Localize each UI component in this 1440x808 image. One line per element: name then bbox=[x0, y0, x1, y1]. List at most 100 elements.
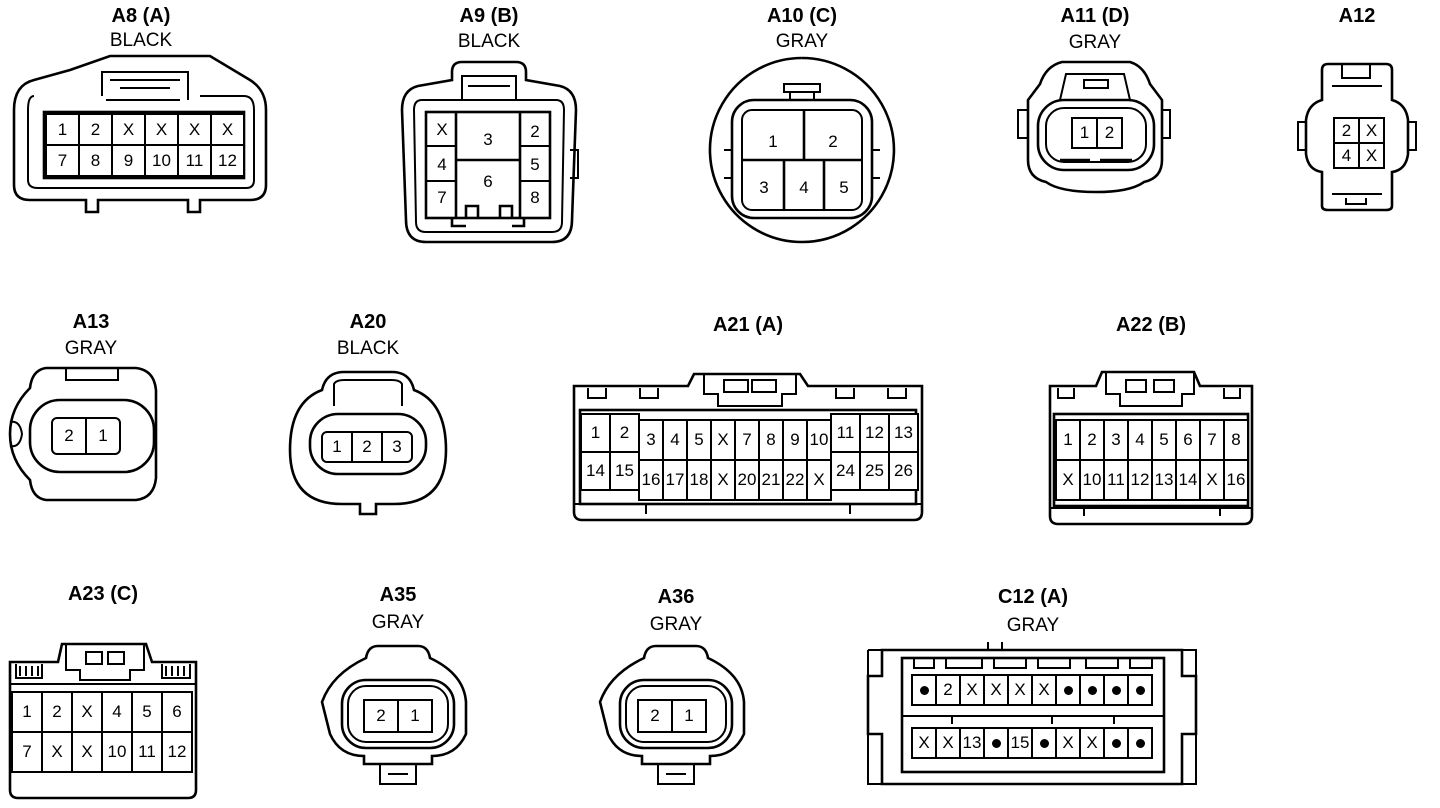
pin-p5: 5 bbox=[839, 178, 849, 197]
connector-a21: A21 (A) 1 2 14 15 3 4 5 X 7 8 9 10 16 17… bbox=[568, 310, 928, 530]
connector-housing bbox=[12, 54, 268, 214]
pin: 11 bbox=[177, 144, 212, 177]
pin-p8: 8 bbox=[530, 188, 540, 207]
connector-color: GRAY bbox=[371, 612, 425, 633]
pin: X bbox=[935, 727, 961, 759]
pin: 14 bbox=[1175, 459, 1201, 501]
pin: X bbox=[1007, 674, 1033, 706]
pin: 10 bbox=[806, 419, 832, 461]
pin: X bbox=[1079, 727, 1105, 759]
pin: 5 bbox=[1151, 419, 1177, 461]
pin: 9 bbox=[111, 144, 146, 177]
pin-grid-right: 11 12 13 24 25 26 bbox=[830, 413, 919, 491]
pin-blocked bbox=[1127, 674, 1153, 706]
connector-color: GRAY bbox=[1068, 32, 1122, 53]
pin: X bbox=[71, 691, 103, 733]
pin: 7 bbox=[1199, 419, 1225, 461]
pin: 2 bbox=[1079, 419, 1105, 461]
connector-color: BLACK bbox=[336, 338, 400, 359]
pin: 10 bbox=[144, 144, 179, 177]
pin: X bbox=[177, 113, 212, 146]
pin: X bbox=[1031, 674, 1057, 706]
pin: 16 bbox=[1223, 459, 1249, 501]
pin-grid: 2 1 bbox=[637, 699, 707, 733]
pin: 16 bbox=[638, 459, 664, 501]
connector-title: A36 bbox=[657, 586, 695, 608]
connector-a23: A23 (C) 1 2 X 4 5 6 7 X X 10 11 12 bbox=[6, 580, 200, 806]
pin-blocked bbox=[983, 727, 1009, 759]
pin-p3: 3 bbox=[483, 130, 493, 149]
pin: X bbox=[1055, 727, 1081, 759]
pin-p3: 3 bbox=[759, 178, 769, 197]
connector-a22: A22 (B) 1 2 3 4 5 6 7 8 X 10 11 12 13 14… bbox=[1044, 310, 1258, 530]
pin: X bbox=[959, 674, 985, 706]
pin: 2 bbox=[637, 699, 673, 733]
connector-title: A9 (B) bbox=[459, 5, 519, 27]
pin: X bbox=[71, 731, 103, 773]
pin-blocked bbox=[1103, 674, 1129, 706]
connector-title: A35 bbox=[379, 584, 417, 606]
pin-p5: 5 bbox=[530, 155, 540, 174]
connector-title: A20 bbox=[349, 311, 387, 333]
pin-grid: 1 2 bbox=[1071, 117, 1123, 149]
pin: 12 bbox=[859, 413, 890, 453]
connector-title: A8 (A) bbox=[111, 5, 171, 27]
pin: 10 bbox=[101, 731, 133, 773]
pin: X bbox=[41, 731, 73, 773]
pin: 6 bbox=[161, 691, 193, 733]
connector-title: A21 (A) bbox=[712, 314, 783, 336]
pin: 4 bbox=[662, 419, 688, 461]
connector-color: GRAY bbox=[1006, 615, 1060, 636]
pin-grid: 1 2 3 bbox=[321, 431, 413, 463]
pin: 1 bbox=[11, 691, 43, 733]
pin-p1: X bbox=[436, 120, 448, 139]
pin: 1 bbox=[671, 699, 707, 733]
connector-a35: A35 GRAY 2 1 bbox=[316, 584, 480, 806]
pin: 2 bbox=[935, 674, 961, 706]
pin-p2: 2 bbox=[828, 132, 838, 151]
pin: 5 bbox=[686, 419, 712, 461]
connector-a9: A9 (B) BLACK X 4 7 3 6 2 5 8 bbox=[396, 0, 582, 250]
pin: 12 bbox=[1127, 459, 1153, 501]
pin: X bbox=[144, 113, 179, 146]
pin: 2 bbox=[363, 699, 399, 733]
pin: 1 bbox=[397, 699, 433, 733]
pin: 2 bbox=[78, 113, 113, 146]
pin-grid-left: 1 2 14 15 bbox=[580, 413, 640, 491]
pin: 15 bbox=[609, 451, 640, 491]
pin: X bbox=[710, 459, 736, 501]
pin-grid: 2 X 4 X bbox=[1333, 117, 1385, 169]
connector-title: A11 (D) bbox=[1060, 5, 1130, 27]
pin: 22 bbox=[782, 459, 808, 501]
pin: X bbox=[1055, 459, 1081, 501]
connector-housing bbox=[400, 60, 579, 244]
pin: 7 bbox=[734, 419, 760, 461]
pin: 15 bbox=[1007, 727, 1033, 759]
pin: X bbox=[111, 113, 146, 146]
pin: 21 bbox=[758, 459, 784, 501]
pin: X bbox=[1358, 142, 1385, 169]
pin-p6: 6 bbox=[483, 172, 493, 191]
pin-blocked bbox=[1055, 674, 1081, 706]
pin-grid: 2 1 bbox=[363, 699, 433, 733]
pin: 11 bbox=[131, 731, 163, 773]
pin-blocked bbox=[1127, 727, 1153, 759]
pin: 5 bbox=[131, 691, 163, 733]
pin: 18 bbox=[686, 459, 712, 501]
pin: 1 bbox=[321, 431, 353, 463]
connector-a10: A10 (C) GRAY 1 2 3 4 5 bbox=[704, 0, 900, 255]
connector-title: A23 (C) bbox=[67, 583, 138, 605]
pin: 4 bbox=[101, 691, 133, 733]
pin: 6 bbox=[1175, 419, 1201, 461]
pin-p2: 2 bbox=[530, 122, 540, 141]
pin-blocked bbox=[911, 674, 937, 706]
connector-title: A10 (C) bbox=[766, 5, 837, 27]
connector-a13: A13 GRAY 2 1 bbox=[6, 310, 176, 520]
pin-grid-bottom: X X 13 15 X X bbox=[911, 727, 1153, 759]
connector-housing bbox=[320, 644, 468, 785]
pin: X bbox=[210, 113, 245, 146]
connector-color: BLACK bbox=[457, 31, 521, 52]
pin-grid: 1 2 X X X X 7 8 9 10 11 12 bbox=[45, 113, 245, 177]
pin: 1 bbox=[1055, 419, 1081, 461]
pin: 1 bbox=[45, 113, 80, 146]
